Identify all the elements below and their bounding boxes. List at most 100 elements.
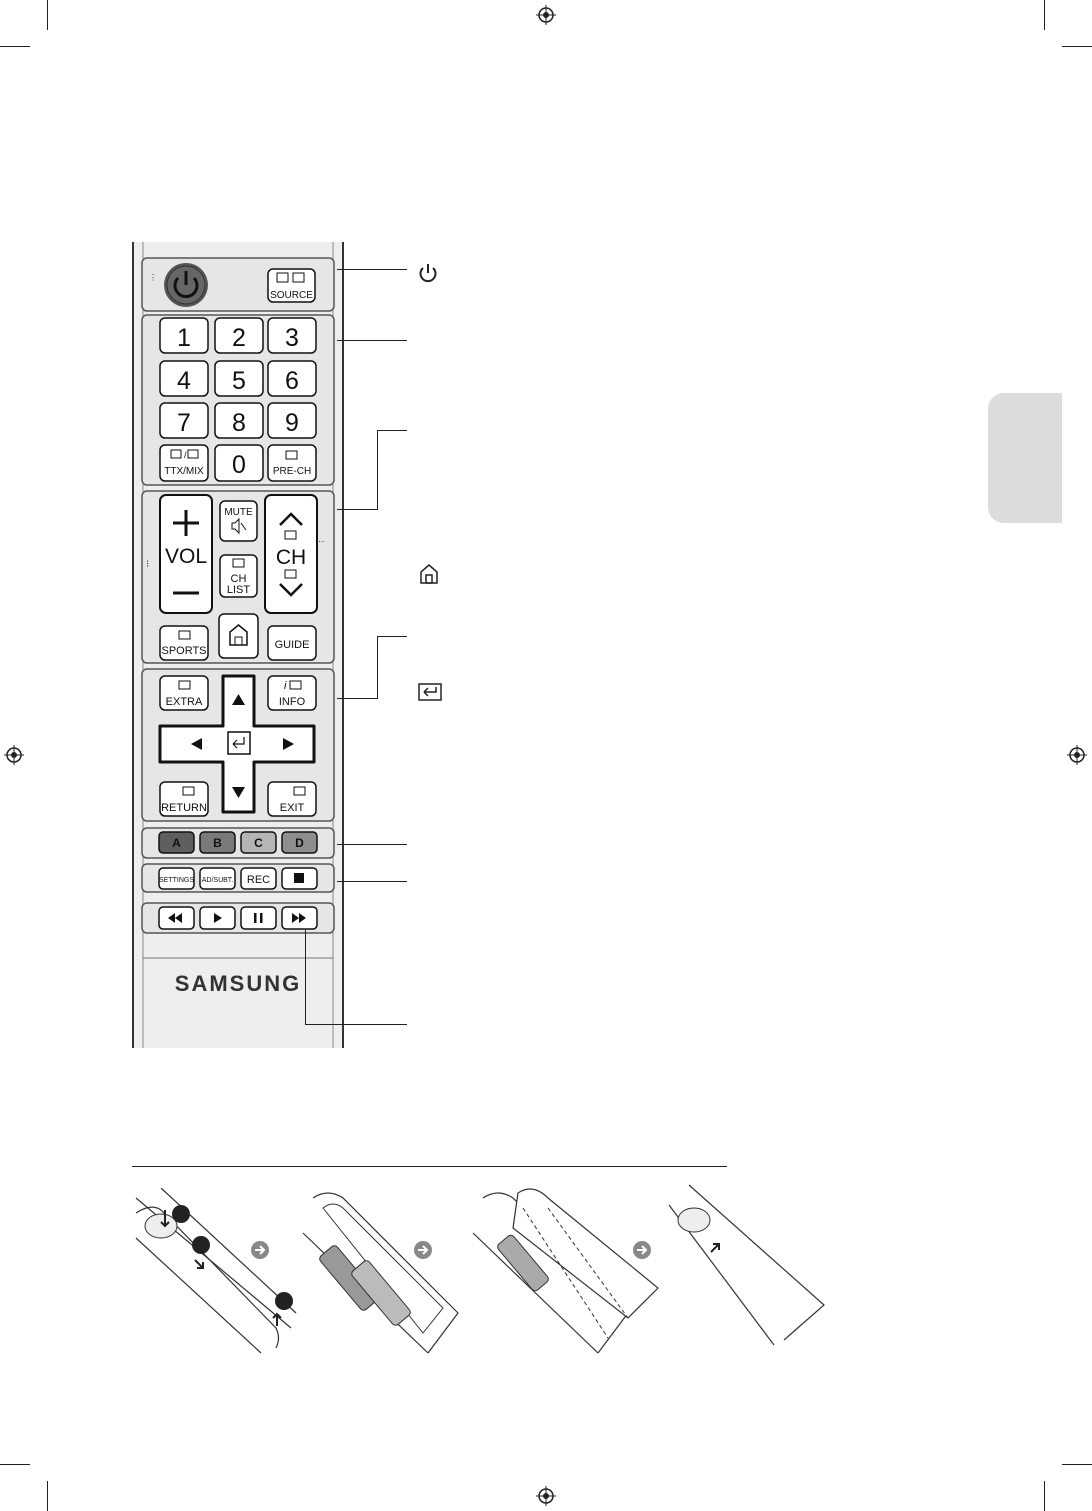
leader-line (305, 930, 306, 1025)
leader-line (337, 844, 407, 845)
arrow-icon (414, 1241, 432, 1259)
pause-button[interactable] (240, 906, 277, 930)
pre-ch-button[interactable]: PRE-CH (267, 444, 317, 482)
registration-mark (4, 745, 24, 765)
return-button[interactable]: RETURN (159, 781, 209, 817)
leader-line (377, 636, 378, 699)
power-button[interactable] (164, 263, 208, 307)
ttx-mix-button[interactable]: / TTX/MIX (159, 444, 209, 482)
svg-text:/: / (184, 450, 187, 460)
color-button-label: A (172, 836, 181, 850)
sports-button[interactable]: SPORTS (159, 625, 209, 661)
number-button-8[interactable]: 8 (214, 402, 264, 439)
color-button-c[interactable]: C (240, 831, 277, 854)
ad-subt-label: AD/SUBT. (202, 877, 234, 884)
number-button-6[interactable]: 6 (267, 360, 317, 397)
up-arrow-button[interactable] (232, 694, 245, 705)
fast-forward-button[interactable] (281, 906, 318, 930)
section-tab (988, 393, 1062, 523)
source-button[interactable]: SOURCE (267, 268, 316, 303)
arrow-icon (251, 1241, 269, 1259)
ch-label: CH (276, 546, 306, 569)
settings-button[interactable]: SETTINGS (158, 867, 195, 890)
crop-mark (1062, 46, 1092, 47)
return-label: RETURN (161, 802, 207, 814)
leader-line (305, 1024, 407, 1025)
arrow-icon (633, 1241, 651, 1259)
registration-mark (1067, 745, 1087, 765)
extra-button[interactable]: EXTRA (159, 675, 209, 711)
leader-line (377, 430, 378, 510)
rec-label: REC (247, 874, 270, 886)
ttx-mix-label: TTX/MIX (164, 466, 204, 477)
number-label: 1 (177, 324, 191, 352)
leader-line (337, 881, 407, 882)
section-divider (132, 1166, 727, 1167)
crop-mark (0, 1464, 30, 1465)
play-button[interactable] (199, 906, 236, 930)
info-i: i (284, 680, 287, 692)
exit-label: EXIT (280, 802, 305, 814)
exit-button[interactable]: EXIT (267, 781, 317, 817)
svg-text:‥: ‥ (318, 534, 325, 545)
rec-button[interactable]: REC (240, 867, 277, 890)
number-button-9[interactable]: 9 (267, 402, 317, 439)
crop-mark (47, 0, 48, 30)
number-button-5[interactable]: 5 (214, 360, 264, 397)
number-button-7[interactable]: 7 (159, 402, 209, 439)
info-button[interactable]: i INFO (267, 675, 317, 711)
power-icon (419, 264, 437, 283)
leader-line (377, 430, 407, 431)
extra-label: EXTRA (166, 696, 203, 708)
home-button[interactable] (218, 613, 259, 659)
down-arrow-button[interactable] (232, 787, 245, 798)
right-arrow-button[interactable] (283, 738, 294, 750)
ch-list-button[interactable]: CH LIST (219, 554, 258, 598)
registration-mark (536, 1486, 556, 1506)
number-label: 3 (285, 324, 299, 352)
leader-line (337, 698, 378, 699)
rewind-button[interactable] (158, 906, 195, 930)
number-button-4[interactable]: 4 (159, 360, 209, 397)
samsung-logo: SAMSUNG (175, 971, 301, 996)
battery-step-2-illustration (302, 1192, 459, 1354)
number-button-3[interactable]: 3 (267, 317, 317, 354)
ch-list-label-2: LIST (227, 584, 251, 596)
ad-subt-button[interactable]: AD/SUBT. (199, 867, 236, 890)
mute-button[interactable]: MUTE (219, 500, 258, 542)
number-label: 9 (285, 409, 299, 437)
crop-mark (1044, 0, 1045, 30)
source-label: SOURCE (270, 290, 313, 301)
mute-label: MUTE (224, 507, 253, 518)
vol-label: VOL (165, 545, 207, 568)
leader-line (337, 269, 407, 270)
left-arrow-button[interactable] (191, 738, 202, 750)
guide-button[interactable]: GUIDE (267, 625, 317, 661)
guide-label: GUIDE (275, 639, 310, 651)
number-button-1[interactable]: 1 (159, 317, 209, 354)
volume-rocker[interactable]: VOL (159, 494, 213, 614)
stop-button[interactable] (281, 867, 318, 890)
sports-label: SPORTS (161, 645, 206, 657)
battery-step-4-illustration (668, 1184, 825, 1346)
number-label: 0 (232, 451, 246, 479)
settings-label: SETTINGS (159, 877, 194, 884)
color-button-b[interactable]: B (199, 831, 236, 854)
number-button-2[interactable]: 2 (214, 317, 264, 354)
number-label: 8 (232, 409, 246, 437)
color-button-d[interactable]: D (281, 831, 318, 854)
info-label: INFO (279, 696, 306, 708)
enter-button[interactable] (227, 731, 251, 755)
crop-mark (1062, 1464, 1092, 1465)
color-button-a[interactable]: A (158, 831, 195, 854)
number-button-0[interactable]: 0 (214, 444, 264, 482)
crop-mark (0, 46, 30, 47)
pre-ch-label: PRE-CH (273, 466, 311, 477)
color-button-label: C (254, 836, 263, 850)
color-button-label: B (213, 836, 222, 850)
enter-icon (418, 683, 442, 701)
svg-text:⋮: ⋮ (149, 273, 157, 282)
crop-mark (1044, 1481, 1045, 1511)
channel-rocker[interactable]: CH (264, 494, 318, 614)
leader-line (377, 636, 407, 637)
